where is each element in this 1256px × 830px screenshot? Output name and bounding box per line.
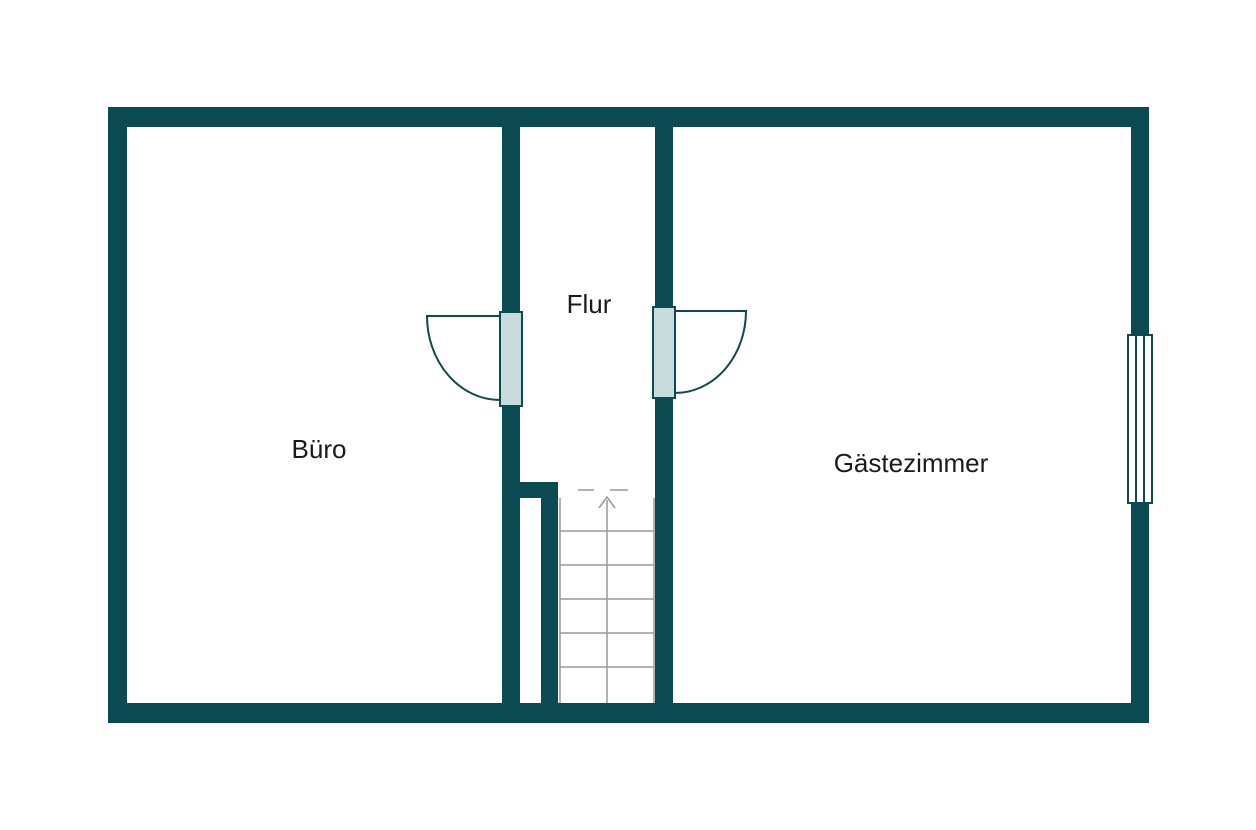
room-label-guest-room: Gästezimmer	[834, 448, 989, 478]
office-door-leaf	[499, 311, 523, 407]
window-frame	[1127, 334, 1153, 504]
room-label-hallway: Flur	[567, 289, 612, 319]
wall-office-hall-upper	[502, 107, 520, 312]
outer-walls	[108, 107, 1149, 723]
guest-room-door-leaf	[652, 306, 676, 399]
outer-wall-bottom	[108, 703, 1149, 723]
outer-wall-right-lower	[1131, 503, 1149, 723]
outer-wall-left	[108, 107, 127, 723]
outer-wall-top	[108, 107, 1149, 127]
guest-room-window	[1127, 334, 1153, 504]
staircase	[559, 489, 655, 703]
stair-partition-side	[541, 482, 558, 723]
interior-walls	[502, 107, 673, 723]
office-door-swing	[425, 315, 501, 401]
stair-direction-arrow-icon	[598, 495, 616, 509]
room-label-office: Büro	[292, 434, 347, 464]
wall-office-hall-lower	[502, 406, 520, 723]
office-door	[425, 311, 523, 407]
guest-room-door-swing	[674, 310, 748, 394]
guest-room-door	[652, 306, 748, 399]
wall-hall-guest-lower	[655, 398, 673, 723]
outer-wall-right-upper	[1131, 107, 1149, 335]
wall-hall-guest-upper	[655, 107, 673, 307]
